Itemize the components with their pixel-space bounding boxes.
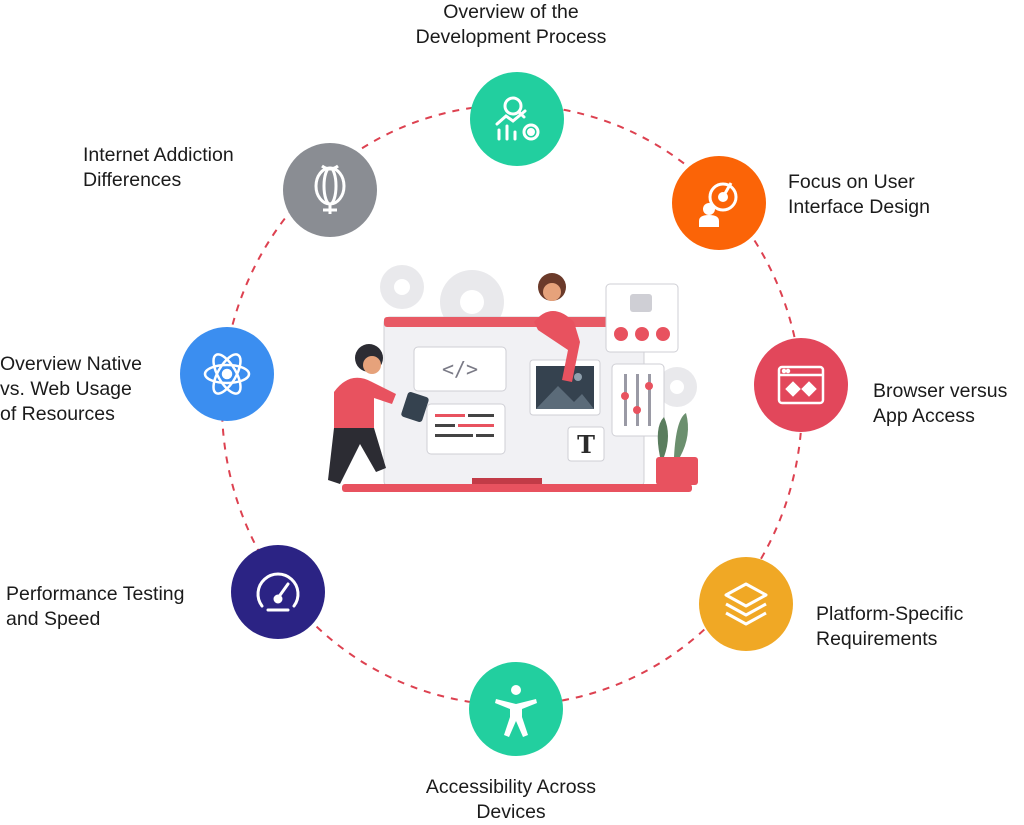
user-target-icon <box>699 182 738 227</box>
development-process-label-line-2: Development Process <box>415 26 607 48</box>
internet-addiction-node <box>283 143 377 237</box>
user-interface-node <box>672 156 766 250</box>
browser-app-node <box>754 338 848 432</box>
native-web-usage-label-line-2: vs. Web Usage <box>0 378 132 400</box>
browser-app-label: Browser versus App Access <box>873 379 1007 429</box>
addiction-icon <box>314 164 346 214</box>
code-tag-text: </> <box>442 357 478 381</box>
browser-app-label-line-2: App Access <box>873 405 975 427</box>
accessibility-label-line-2: Devices <box>476 801 546 823</box>
platform-requirements-label-line-1: Platform-Specific <box>816 603 964 625</box>
development-process-label: Overview of the Development Process <box>386 0 636 50</box>
native-web-usage-label-line-3: of Resources <box>0 403 115 425</box>
browser-app-icon <box>777 365 825 405</box>
performance-label: Performance Testing and Speed <box>6 582 184 632</box>
analytics-gear-icon <box>495 96 540 141</box>
user-interface-label-line-2: Interface Design <box>788 196 930 218</box>
accessibility-icon <box>495 685 537 737</box>
accessibility-node <box>469 662 563 756</box>
native-web-usage-label: Overview Native vs. Web Usage of Resourc… <box>0 352 142 427</box>
layers-icon <box>724 582 768 626</box>
atom-icon <box>203 353 251 395</box>
internet-addiction-label-line-1: Internet Addiction <box>83 144 234 166</box>
developer-illustration: </> T <box>328 265 698 492</box>
internet-addiction-label-line-2: Differences <box>83 169 182 191</box>
performance-node <box>231 545 325 639</box>
development-process-label-line-1: Overview of the <box>443 1 579 23</box>
browser-app-label-line-1: Browser versus <box>873 380 1008 402</box>
performance-label-line-2: and Speed <box>6 608 101 630</box>
native-web-usage-node <box>180 327 274 421</box>
platform-requirements-label: Platform-Specific Requirements <box>816 602 963 652</box>
performance-label-line-1: Performance Testing <box>6 583 185 605</box>
user-interface-label-line-1: Focus on User <box>788 171 915 193</box>
accessibility-label: Accessibility Across Devices <box>386 775 636 825</box>
internet-addiction-label: Internet Addiction Differences <box>83 143 234 193</box>
accessibility-label-line-1: Accessibility Across <box>425 776 597 798</box>
user-interface-label: Focus on User Interface Design <box>788 170 930 220</box>
development-process-node <box>470 72 564 166</box>
text-tool-label: T <box>577 430 595 459</box>
platform-requirements-label-line-2: Requirements <box>816 628 938 650</box>
native-web-usage-label-line-1: Overview Native <box>0 353 142 375</box>
platform-requirements-node <box>699 557 793 651</box>
speedometer-icon <box>256 572 300 612</box>
